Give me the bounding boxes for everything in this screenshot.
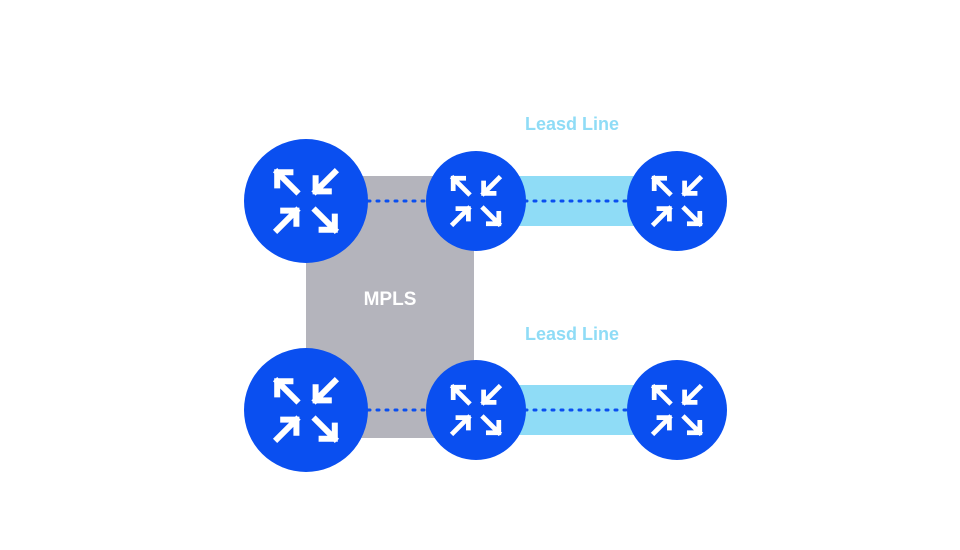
router-bottom-right (627, 360, 727, 460)
leased-line-label-top: Leasd Line (524, 114, 620, 134)
router-top-middle (426, 151, 526, 251)
router-bottom-middle (426, 360, 526, 460)
mpls-label: MPLS (363, 289, 417, 310)
router-top-right (627, 151, 727, 251)
router-top-left (244, 139, 368, 263)
leased-line-label-bottom: Leasd Line (524, 324, 620, 344)
router-bottom-left (244, 348, 368, 472)
